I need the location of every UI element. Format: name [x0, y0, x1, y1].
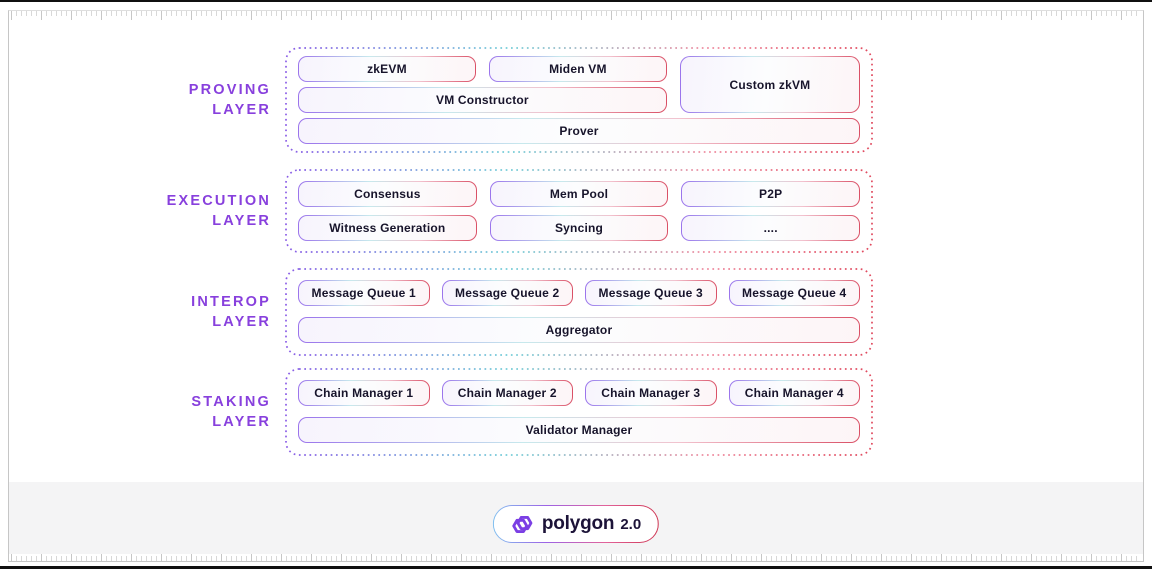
label-line: LAYER [212, 102, 271, 118]
label-line: PROVING [188, 82, 271, 98]
layer-container-interop: Message Queue 1 Message Queue 2 Message … [285, 268, 873, 356]
ruler-ticks-top [11, 11, 1141, 20]
box-chain-manager-2: Chain Manager 2 [442, 380, 574, 406]
brand-name: polygon [541, 513, 615, 534]
layer-container-execution: Consensus Mem Pool P2P Witness Generatio… [285, 169, 873, 253]
box-p2p: P2P [681, 181, 860, 207]
layer-label-staking: STAKING LAYER [9, 392, 271, 432]
box-miden-vm: Miden VM [489, 56, 667, 82]
box-zkevm: zkEVM [298, 56, 476, 82]
polygon-badge: polygon 2.0 [493, 505, 659, 543]
box-message-queue-2: Message Queue 2 [442, 280, 574, 306]
box-mem-pool: Mem Pool [490, 181, 669, 207]
label-line: LAYER [212, 213, 271, 229]
bottom-edge-line [0, 566, 1152, 569]
box-validator-manager: Validator Manager [298, 417, 860, 443]
box-consensus: Consensus [298, 181, 477, 207]
label-line: STAKING [191, 394, 271, 410]
top-edge-line [0, 0, 1152, 2]
canvas-frame: PROVING LAYER zkEVM Miden VM VM Construc… [8, 10, 1144, 562]
box-witness-generation: Witness Generation [298, 215, 477, 241]
layer-label-interop: INTEROP LAYER [9, 292, 271, 332]
label-line: LAYER [212, 314, 271, 330]
layer-label-execution: EXECUTION LAYER [9, 191, 271, 231]
box-chain-manager-3: Chain Manager 3 [585, 380, 717, 406]
box-aggregator: Aggregator [298, 317, 860, 343]
box-prover: Prover [298, 118, 860, 144]
brand-version: 2.0 [620, 516, 642, 533]
label-line: INTEROP [191, 294, 271, 310]
box-syncing: Syncing [490, 215, 669, 241]
label-line: EXECUTION [166, 193, 271, 209]
layer-container-staking: Chain Manager 1 Chain Manager 2 Chain Ma… [285, 368, 873, 456]
box-message-queue-4: Message Queue 4 [729, 280, 861, 306]
layer-label-proving: PROVING LAYER [9, 80, 271, 120]
box-custom-zkvm: Custom zkVM [680, 56, 860, 113]
layer-container-proving: zkEVM Miden VM VM Constructor Custom zkV… [285, 47, 873, 153]
box-message-queue-3: Message Queue 3 [585, 280, 717, 306]
box-chain-manager-4: Chain Manager 4 [729, 380, 861, 406]
box-vm-constructor: VM Constructor [298, 87, 667, 113]
label-line: LAYER [212, 414, 271, 430]
polygon-logo-icon [512, 515, 533, 533]
ruler-ticks-bottom [11, 552, 1141, 561]
box-more: .... [681, 215, 860, 241]
box-message-queue-1: Message Queue 1 [298, 280, 430, 306]
box-chain-manager-1: Chain Manager 1 [298, 380, 430, 406]
